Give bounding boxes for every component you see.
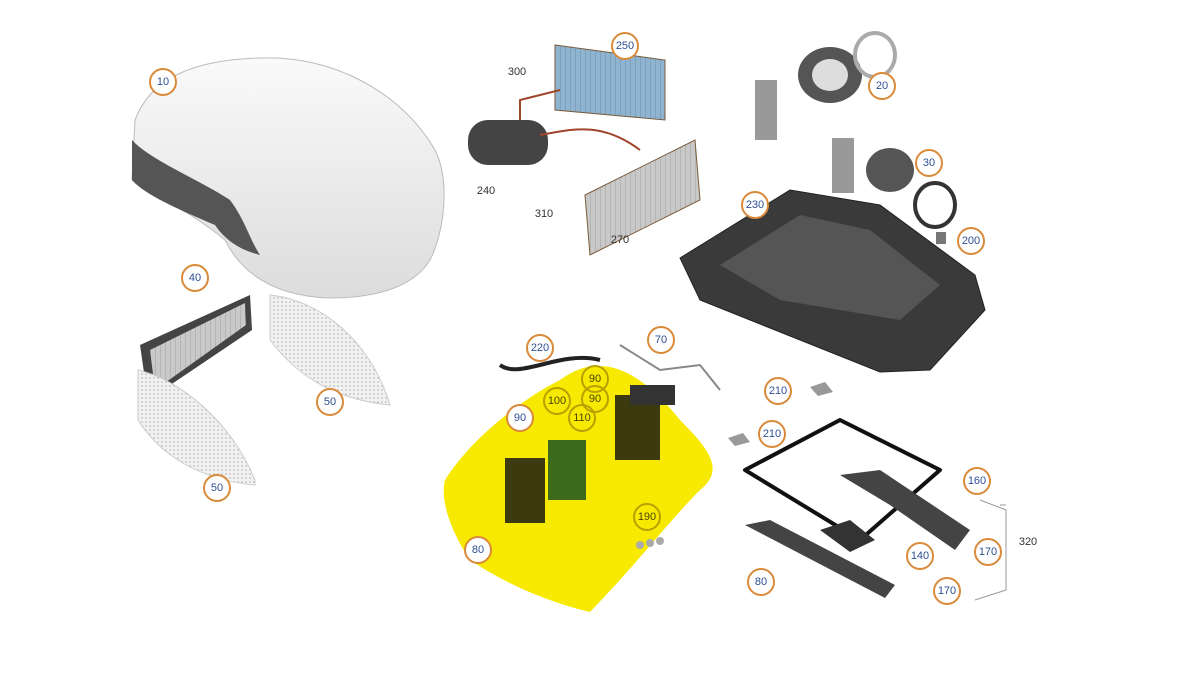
label-300: 300 bbox=[507, 66, 527, 78]
roof-cover-part bbox=[131, 57, 445, 299]
callout-220: 220 bbox=[526, 334, 554, 362]
grille-parts bbox=[137, 294, 391, 486]
callout-20: 20 bbox=[868, 72, 896, 100]
callout-160: 160 bbox=[963, 467, 991, 495]
label-320: 320 bbox=[1018, 536, 1038, 548]
callout-170b: 170 bbox=[933, 577, 961, 605]
callout-40: 40 bbox=[181, 264, 209, 292]
callout-90c: 90 bbox=[506, 404, 534, 432]
callout-10: 10 bbox=[149, 68, 177, 96]
callout-210a: 210 bbox=[764, 377, 792, 405]
callout-140: 140 bbox=[906, 542, 934, 570]
callout-70: 70 bbox=[647, 326, 675, 354]
label-240: 240 bbox=[476, 185, 496, 197]
gasket-and-plates-parts bbox=[728, 382, 1007, 601]
callout-210b: 210 bbox=[758, 420, 786, 448]
callout-100: 100 bbox=[543, 387, 571, 415]
blower-fan-parts bbox=[755, 31, 957, 244]
callout-50a: 50 bbox=[316, 388, 344, 416]
callout-80b: 80 bbox=[747, 568, 775, 596]
callout-190: 190 bbox=[633, 503, 661, 531]
callout-230: 230 bbox=[741, 191, 769, 219]
callout-200: 200 bbox=[957, 227, 985, 255]
callout-110: 110 bbox=[568, 404, 596, 432]
callout-250: 250 bbox=[611, 32, 639, 60]
condenser-coil-part bbox=[468, 44, 701, 256]
callout-170a: 170 bbox=[974, 538, 1002, 566]
label-270: 270 bbox=[610, 234, 630, 246]
callout-80a: 80 bbox=[464, 536, 492, 564]
label-310: 310 bbox=[534, 208, 554, 220]
control-electronics-parts bbox=[498, 344, 721, 549]
callout-30: 30 bbox=[915, 149, 943, 177]
callout-50b: 50 bbox=[203, 474, 231, 502]
